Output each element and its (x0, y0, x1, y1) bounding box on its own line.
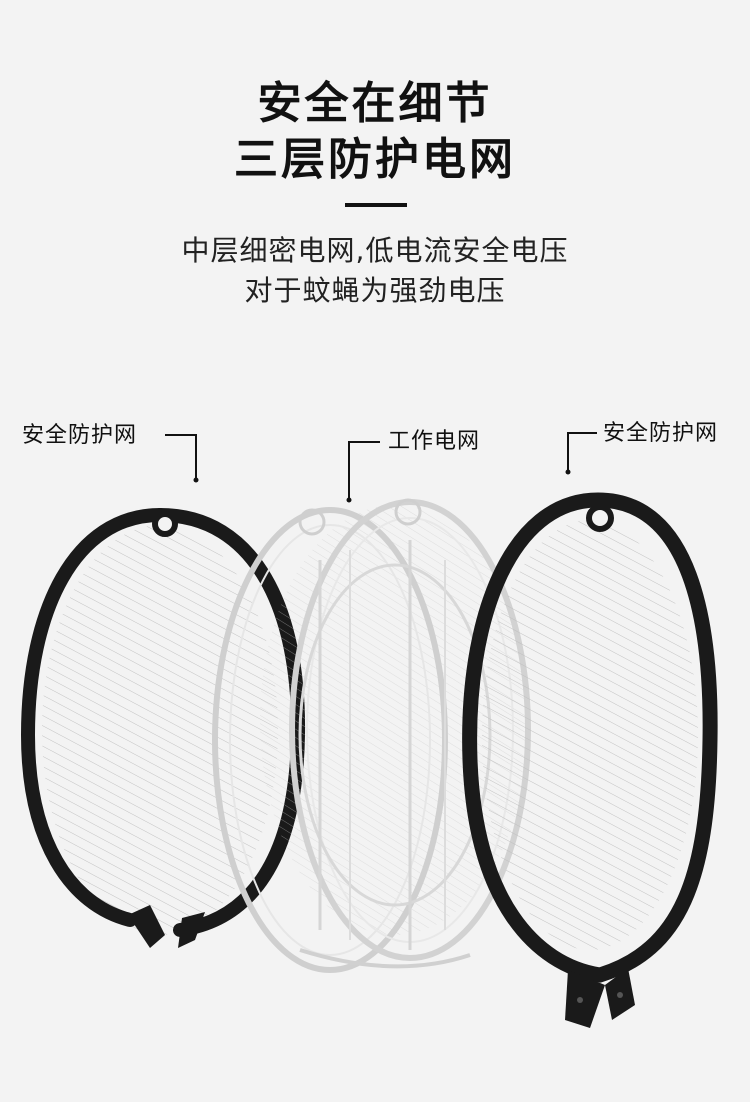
leader-lines (165, 432, 597, 498)
heading-divider (345, 203, 407, 207)
heading-line-2: 三层防护电网 (234, 134, 516, 185)
label-working-mesh: 工作电网 (388, 429, 481, 454)
subheading-line-1: 中层细密电网,低电流安全电压 (181, 234, 569, 267)
label-right-safety-mesh: 安全防护网 (603, 421, 719, 446)
label-left-safety-mesh: 安全防护网 (22, 423, 138, 448)
leader-dot-middle (346, 497, 352, 503)
left-safety-mesh-layer (20, 508, 306, 948)
leader-dot-left (193, 477, 199, 483)
subheading-line-2: 对于蚊蝇为强劲电压 (244, 274, 506, 307)
leader-dot-right (565, 469, 571, 475)
heading-line-1: 安全在细节 (257, 78, 493, 129)
right-safety-mesh-layer (462, 492, 718, 1028)
